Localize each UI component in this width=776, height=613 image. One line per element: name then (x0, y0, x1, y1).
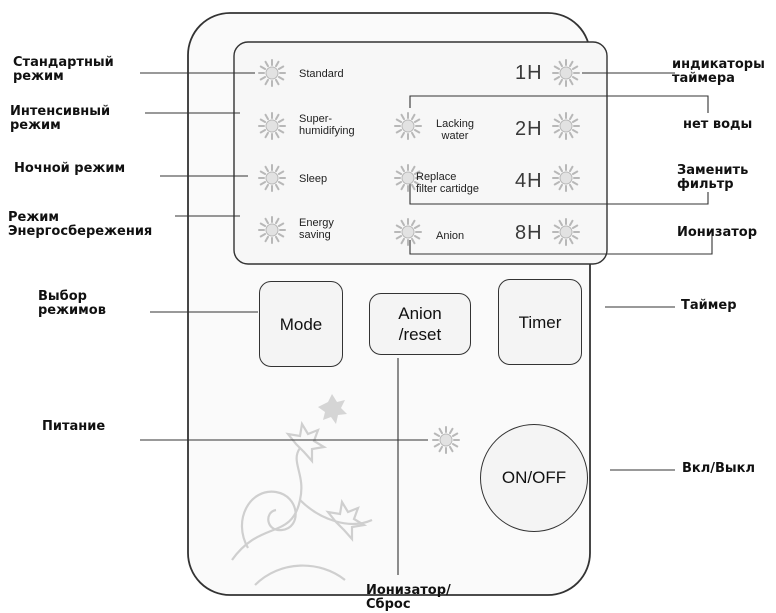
annotation-mode-select: Выбор режимов (38, 289, 106, 318)
indicator-timer-4h-light (552, 164, 580, 192)
status-label-replace-filter: Replace filter cartidge (416, 171, 479, 195)
annotation-replace-filter: Заменить фильтр (677, 163, 749, 192)
annotation-on-off: Вкл/Выкл (682, 461, 756, 476)
status-label-anion: Anion (436, 230, 465, 242)
indicator-replace-filter-light (394, 164, 422, 192)
annotation-ionizer-reset: Ионизатор/ Сброс (366, 583, 451, 612)
indicator-standard-light (258, 59, 286, 87)
annotation-standard-mode: Стандартный режим (13, 55, 114, 84)
timer-label-8h: 8H (515, 222, 543, 244)
mode-button[interactable]: Mode (259, 281, 343, 367)
status-label-lacking-water: Lacking water (436, 118, 474, 142)
annotation-power: Питание (42, 419, 106, 434)
mode-label-energy-saving: Energy saving (299, 217, 334, 241)
annotation-ionizer: Ионизатор (677, 225, 757, 240)
annotation-no-water: нет воды (683, 117, 753, 132)
annotation-timer-indicators: индикаторы таймера (672, 57, 765, 86)
annotation-night-mode: Ночной режим (14, 161, 126, 176)
mode-label-sleep: Sleep (299, 173, 328, 185)
annotation-energy-mode: Режим Энергосбережения (8, 210, 153, 239)
indicator-anion-light (394, 218, 422, 246)
timer-button[interactable]: Timer (498, 279, 582, 365)
indicator-timer-1h-light (552, 59, 580, 87)
power-button[interactable]: ON/OFF (480, 424, 588, 532)
timer-label-1h: 1H (515, 62, 543, 84)
anion-reset-button[interactable]: Anion /reset (369, 293, 471, 355)
indicator-sleep-light (258, 164, 286, 192)
mode-label-super-humidifying: Super- humidifying (299, 113, 355, 137)
indicator-power-light (432, 426, 460, 454)
indicator-lacking-water-light (394, 112, 422, 140)
leader-lines (140, 72, 713, 575)
indicator-timer-2h-light (552, 112, 580, 140)
timer-label-4h: 4H (515, 170, 543, 192)
indicator-super-light (258, 112, 286, 140)
display-window (233, 41, 608, 265)
leaf-decoration (318, 394, 347, 424)
mode-label-standard: Standard (299, 68, 344, 80)
floral-decoration (231, 420, 373, 586)
annotation-timer: Таймер (681, 298, 737, 313)
timer-label-2h: 2H (515, 118, 543, 140)
annotation-intensive-mode: Интенсивный режим (10, 104, 111, 133)
indicator-timer-8h-light (552, 218, 580, 246)
indicator-energy-light (258, 216, 286, 244)
